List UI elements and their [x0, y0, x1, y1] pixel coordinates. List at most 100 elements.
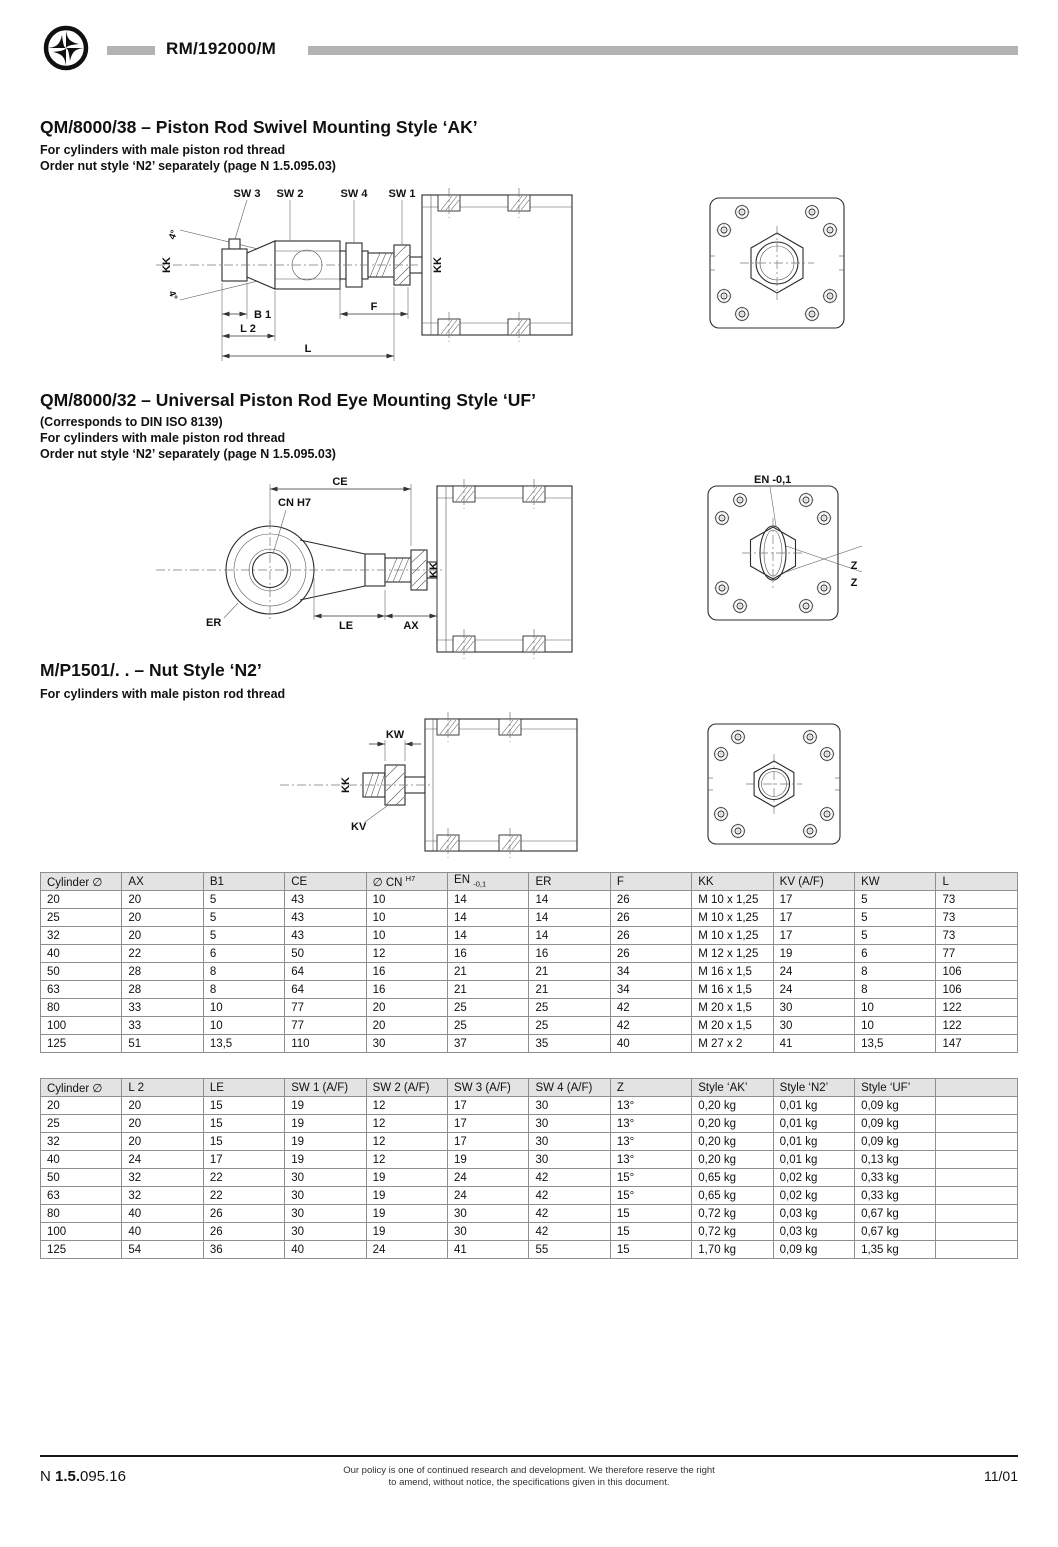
- table-cell: 32: [121, 1168, 204, 1187]
- table-cell: 5: [854, 890, 937, 909]
- doc-number: RM/192000/M: [166, 39, 277, 58]
- table-cell: 10: [202, 1016, 286, 1035]
- table-cell: 30: [447, 1222, 530, 1241]
- dim-label-kw: KW: [386, 729, 405, 741]
- table-cell: 30: [772, 1016, 856, 1035]
- table-cell: 22: [202, 1186, 286, 1205]
- table-cell: M 12 x 1,25: [691, 944, 774, 963]
- table-cell: 8: [854, 980, 937, 999]
- table-cell: 15: [202, 1132, 286, 1151]
- table-cell: 80: [39, 998, 123, 1017]
- table-cell: 12: [365, 1096, 449, 1115]
- table-cell: 28: [121, 962, 204, 981]
- table-cell: 17: [772, 890, 856, 909]
- column-header: KV (A/F): [772, 872, 856, 891]
- table-cell: 20: [121, 890, 204, 909]
- table-cell: 63: [39, 1186, 123, 1205]
- table-cell: 0,09 kg: [854, 1132, 937, 1151]
- table-cell: 30: [365, 1034, 449, 1053]
- table-cell: 64: [284, 980, 367, 999]
- table-cell: 30: [772, 998, 856, 1017]
- table-cell: 20: [39, 1096, 123, 1115]
- column-header: L: [935, 872, 1018, 891]
- dim-label-kk-left: KK: [161, 257, 173, 273]
- angle-label-bottom: 4°: [166, 289, 180, 301]
- table-cell: 20: [121, 1096, 204, 1115]
- table-cell: 26: [609, 944, 693, 963]
- table-cell: 43: [284, 890, 367, 909]
- hex-nut-outline: [750, 232, 804, 294]
- table-cell: 0,65 kg: [691, 1168, 774, 1187]
- table-cell: 17: [772, 926, 856, 945]
- table-cell: 0,03 kg: [772, 1222, 856, 1241]
- section-uf-subtitle-2: Order nut style ‘N2’ separately (page N …: [40, 447, 336, 461]
- section-ak-subtitle-1: For cylinders with male piston rod threa…: [40, 143, 286, 157]
- table-cell: 0,09 kg: [854, 1096, 937, 1115]
- table-cell: 26: [609, 890, 693, 909]
- table-cell: 13°: [609, 1150, 693, 1169]
- table-cell: 0,20 kg: [691, 1132, 774, 1151]
- dim-label-sw3: SW 3: [234, 188, 261, 200]
- table-cell: 15: [609, 1222, 693, 1241]
- table-cell: 30: [284, 1222, 367, 1241]
- table-cell: 106: [935, 980, 1018, 999]
- table-cell: 16: [365, 962, 449, 981]
- angle-label-z-bottom: Z: [851, 577, 858, 589]
- table-cell: 12: [365, 1114, 449, 1133]
- table-cell: 63: [39, 980, 123, 999]
- table-cell: [935, 1240, 1018, 1259]
- table-cell: 5: [854, 908, 937, 927]
- table-cell: 21: [528, 962, 611, 981]
- table-cell: 35: [528, 1034, 611, 1053]
- n2-end-view-drawing: [707, 723, 841, 845]
- table-cell: 0,09 kg: [772, 1240, 856, 1259]
- table-cell: 24: [772, 980, 856, 999]
- table-cell: 40: [39, 1150, 123, 1169]
- dim-label-l2: L 2: [240, 323, 256, 335]
- table-cell: 54: [121, 1240, 204, 1259]
- table-cell: 40: [284, 1240, 367, 1259]
- table-cell: 37: [447, 1034, 530, 1053]
- table-cell: 0,72 kg: [691, 1204, 774, 1223]
- table-cell: 0,20 kg: [691, 1150, 774, 1169]
- table-cell: 32: [39, 1132, 123, 1151]
- table-cell: 20: [121, 908, 204, 927]
- table-cell: M 10 x 1,25: [691, 890, 774, 909]
- table-cell: M 10 x 1,25: [691, 908, 774, 927]
- table-cell: 0,02 kg: [772, 1186, 856, 1205]
- table-cell: 26: [609, 926, 693, 945]
- table-cell: 0,01 kg: [772, 1096, 856, 1115]
- table-cell: 10: [854, 1016, 937, 1035]
- table-cell: 20: [121, 1132, 204, 1151]
- table-cell: 42: [609, 1016, 693, 1035]
- table-cell: 14: [528, 926, 611, 945]
- table-cell: 36: [202, 1240, 286, 1259]
- table-cell: 30: [447, 1204, 530, 1223]
- table-cell: 10: [365, 890, 449, 909]
- hex-nut-outline: [749, 526, 797, 580]
- table-cell: 14: [528, 890, 611, 909]
- table-cell: 17: [447, 1114, 530, 1133]
- table-cell: 100: [39, 1222, 123, 1241]
- header-bar-left: [107, 46, 155, 55]
- page-ref-number: 095.16: [80, 1468, 126, 1485]
- table-cell: 50: [39, 962, 123, 981]
- table-cell: 8: [854, 962, 937, 981]
- table-cell: 26: [202, 1204, 286, 1223]
- dim-label-b1: B 1: [254, 309, 271, 321]
- table-cell: 14: [447, 908, 530, 927]
- table-cell: [935, 1222, 1018, 1241]
- section-ak-subtitle-2: Order nut style ‘N2’ separately (page N …: [40, 159, 336, 173]
- table-cell: 0,01 kg: [772, 1132, 856, 1151]
- column-header: ∅ CN H7: [365, 872, 449, 891]
- table-cell: 0,33 kg: [854, 1168, 937, 1187]
- table-cell: 110: [284, 1034, 367, 1053]
- table-cell: 17: [202, 1150, 286, 1169]
